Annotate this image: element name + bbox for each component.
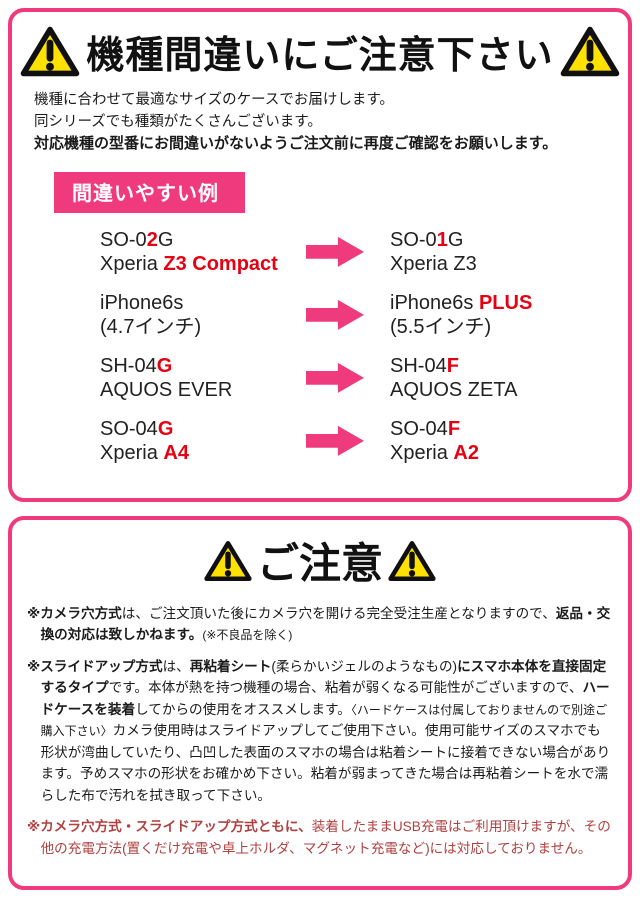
comparison-row: SH-04G AQUOS EVER SH-04F AQUOS ZETA — [100, 354, 628, 402]
notice-panel: ご注意 ※カメラ穴方式は、ご注文頂いた後にカメラ穴を開ける完全受注生産となります… — [8, 516, 632, 890]
model-warning-panel: 機種間違いにご注意下さい 機種に合わせて最適なサイズのケースでお届けします。 同… — [8, 8, 632, 502]
wrong-model-cell: iPhone6s (4.7インチ) — [100, 291, 298, 339]
name-highlight: A2 — [453, 441, 479, 464]
note-text-bold: ※カメラ穴方式・スライドアップ方式ともに、 — [27, 819, 312, 835]
note-text-bold: 再粘着シート — [189, 658, 272, 674]
intro-line-3: 対応機種の型番にお間違いがないようご注文前に再度ご確認をお願いします。 — [34, 135, 558, 153]
name-text: Xperia — [100, 252, 164, 275]
note-text: 装着したままUSB充電はご利用頂けますが、その他の充電方法(置くだけ充電や卓上ホ… — [40, 819, 611, 856]
model-number: SO-04F — [390, 417, 479, 441]
note-text: は、 — [162, 658, 190, 674]
model-highlight: G — [156, 354, 173, 377]
intro-text: 機種に合わせて最適なサイズのケースでお届けします。 同シリーズでも種類がたくさん… — [34, 89, 606, 156]
model-number: SH-04F — [390, 354, 517, 378]
arrow-column — [298, 425, 390, 456]
model-text: SH-04 — [100, 354, 157, 377]
model-name: (5.5インチ) — [390, 315, 532, 339]
model-text: SO-0 — [390, 228, 437, 251]
notice-header: ご注意 — [27, 530, 613, 591]
model-name: AQUOS ZETA — [390, 378, 517, 402]
arrow-column — [298, 236, 390, 267]
note-text: は、ご注文頂いた後にカメラ穴を開ける完全受注生産となりますので、 — [121, 606, 556, 621]
model-name: AQUOS EVER — [100, 378, 298, 402]
model-number: SO-04G — [100, 417, 298, 441]
page-title: 機種間違いにご注意下さい — [86, 35, 554, 77]
model-text: SH-04 — [390, 354, 447, 377]
note-text-bold: にスマホ本体を直接固定するタイプ — [40, 658, 607, 696]
model-number: iPhone6s PLUS — [390, 291, 532, 315]
name-highlight: A4 — [163, 441, 189, 464]
model-highlight: PLUS — [478, 291, 533, 314]
right-arrow-icon — [306, 236, 364, 267]
model-name: Xperia Z3 Compact — [100, 252, 298, 276]
name-text: AQUOS EVER — [100, 378, 233, 401]
panel-header: 機種間違いにご注意下さい — [12, 24, 628, 79]
model-name: Xperia A2 — [390, 441, 479, 465]
note-text-bold: ※カメラ穴方式 — [27, 606, 122, 621]
model-highlight: 2 — [146, 228, 158, 251]
intro-line-1: 機種に合わせて最適なサイズのケースでお届けします。 — [34, 92, 394, 108]
model-text: SO-04 — [390, 417, 448, 440]
right-arrow-icon — [306, 425, 364, 456]
model-text: iPhone6s — [100, 291, 184, 314]
note-camera-hole: ※カメラ穴方式は、ご注文頂いた後にカメラ穴を開ける完全受注生産となりますので、返… — [27, 603, 613, 646]
wrong-model-cell: SO-04G Xperia A4 — [100, 417, 298, 465]
warning-icon — [388, 540, 436, 581]
note-text: カメラ使用時はスライドアップしてご使用下さい。使用可能サイズのスマホでも形状が湾… — [40, 723, 611, 803]
name-highlight: Z3 Compact — [163, 252, 278, 275]
notice-title: ご注意 — [256, 540, 383, 587]
model-highlight: 1 — [436, 228, 448, 251]
wrong-model-cell: SO-02G Xperia Z3 Compact — [100, 228, 298, 276]
name-text: Xperia — [390, 441, 454, 464]
name-text: Xperia — [100, 441, 164, 464]
model-highlight: F — [447, 417, 461, 440]
model-name: (4.7インチ) — [100, 315, 298, 339]
comparison-row: iPhone6s (4.7インチ) iPhone6s PLUS (5.5インチ) — [100, 291, 628, 339]
comparison-row: SO-02G Xperia Z3 Compact SO-01G Xperia Z… — [100, 228, 628, 276]
right-arrow-icon — [306, 299, 364, 330]
correct-model-cell: SO-01G Xperia Z3 — [390, 228, 477, 276]
model-text: iPhone6s — [390, 291, 479, 314]
note-text-bold: ハードケースを装着 — [40, 680, 610, 717]
warning-icon — [204, 540, 252, 581]
name-text: (4.7インチ) — [100, 315, 202, 338]
note-text-small: 〈ハードケースは付属しておりませんので別途ご購入下さい〉 — [40, 702, 608, 739]
name-text: AQUOS ZETA — [390, 378, 518, 401]
model-name: Xperia Z3 — [390, 252, 477, 276]
name-text: Xperia Z3 — [390, 252, 477, 275]
model-number: SO-02G — [100, 228, 298, 252]
arrow-column — [298, 299, 390, 330]
correct-model-cell: SH-04F AQUOS ZETA — [390, 354, 517, 402]
note-slide-up: ※スライドアップ方式は、再粘着シート(柔らかいジェルのようなもの)にスマホ本体を… — [27, 656, 613, 806]
note-text-small: (※不良品を除く) — [202, 628, 293, 643]
warning-icon — [560, 26, 619, 77]
model-number: SH-04G — [100, 354, 298, 378]
comparison-list: SO-02G Xperia Z3 Compact SO-01G Xperia Z… — [100, 228, 628, 465]
examples-label: 間違いやすい例 — [54, 171, 245, 213]
intro-line-2: 同シリーズでも種類がたくさんございます。 — [34, 114, 322, 131]
model-text: G — [447, 228, 464, 251]
correct-model-cell: SO-04F Xperia A2 — [390, 417, 479, 465]
arrow-column — [298, 362, 390, 393]
model-number: iPhone6s — [100, 291, 298, 315]
wrong-model-cell: SH-04G AQUOS EVER — [100, 354, 298, 402]
note-charging: ※カメラ穴方式・スライドアップ方式ともに、装着したままUSB充電はご利用頂けます… — [27, 816, 613, 859]
note-text-bold: ※スライドアップ方式 — [27, 658, 163, 674]
note-text: してからの使用をオススメします。 — [135, 701, 351, 717]
comparison-row: SO-04G Xperia A4 SO-04F Xperia A2 — [100, 417, 628, 465]
name-text: (5.5インチ) — [390, 315, 492, 338]
correct-model-cell: iPhone6s PLUS (5.5インチ) — [390, 291, 532, 339]
note-text: です。本体が熱を持つ機種の場合、粘着が弱くなる可能性がございますので、 — [108, 680, 583, 696]
model-text: G — [157, 228, 174, 251]
warning-icon — [21, 26, 80, 77]
model-text: SO-04 — [100, 417, 158, 440]
model-number: SO-01G — [390, 228, 477, 252]
model-highlight: F — [446, 354, 459, 377]
note-text: (柔らかいジェルのようなもの) — [271, 658, 458, 674]
note-text-bold: 返品・交換の対応は致しかねます。 — [40, 606, 611, 643]
model-highlight: G — [157, 417, 174, 440]
model-text: SO-0 — [100, 228, 147, 251]
right-arrow-icon — [306, 362, 364, 393]
model-name: Xperia A4 — [100, 441, 298, 465]
